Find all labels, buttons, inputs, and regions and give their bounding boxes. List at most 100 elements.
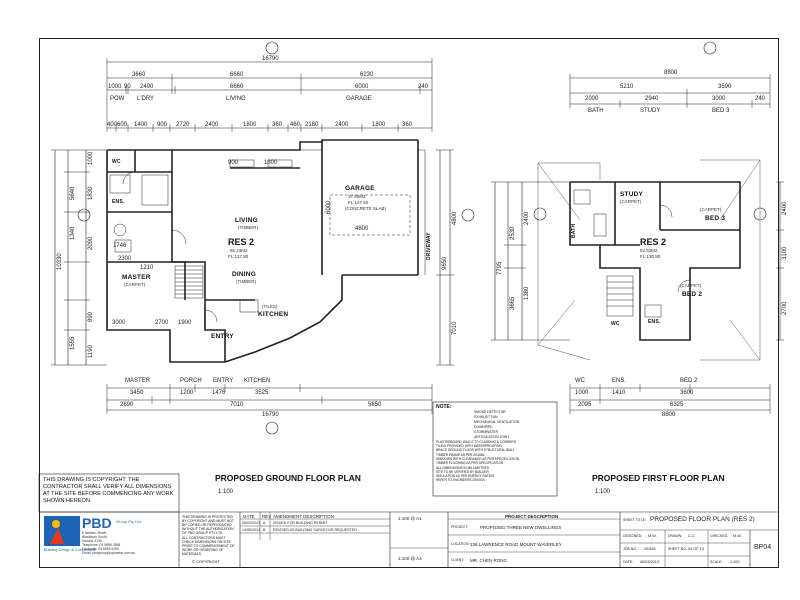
- room-garage: GARAGE: [345, 185, 375, 192]
- notes-line: PLASTERBOARD WALLS TO CLADDING & CORNERS: [436, 439, 516, 444]
- first-left-dim-3: 7795: [497, 261, 503, 275]
- first-label-bath: BATH: [588, 108, 604, 114]
- ground-dim-top-1: 3660: [132, 72, 146, 78]
- first-overall-width-top: 8800: [664, 70, 678, 76]
- room-study: STUDY: [620, 191, 644, 198]
- sheet-no-value: 04 OF 13: [688, 547, 704, 551]
- first-dim-row2-4: 240: [755, 96, 766, 102]
- rev-1-date: 06/03/2013: [242, 521, 260, 525]
- room-wc: WC: [112, 159, 121, 165]
- notes-line: REFER TO ENGINEERS DESIGN: [436, 478, 485, 483]
- ground-dim-row2-5: 6000: [355, 84, 369, 90]
- notes-line: INSULATION AS PER ENERGY RATING: [436, 474, 495, 479]
- address-line: Blackburn South,: [82, 534, 108, 539]
- job-value: 20/465: [644, 547, 656, 551]
- room-bath: BATH: [571, 223, 577, 238]
- ground-bottom-label-porch: PORCH: [180, 378, 202, 384]
- ground-dim-row3-8: 360: [272, 122, 283, 128]
- first-plan-scale: 1:100: [595, 489, 611, 495]
- ground-dim-row3-12: 1800: [372, 122, 386, 128]
- address-line: Email: pbdgroup@optusnet.com.au: [82, 550, 136, 555]
- project-heading: PROJECT DESCRIPTION: [505, 514, 559, 519]
- client-value: MR. CHEN RONG: [470, 558, 507, 563]
- first-dim-row2-2: 2940: [645, 96, 659, 102]
- job-label: JOB NO.:: [623, 547, 638, 551]
- room-garage-finish: (CONCRETE SLAB): [345, 206, 387, 211]
- first-bottom-dim-3: 3600: [680, 390, 694, 396]
- address-line: Victoria 3130: [82, 538, 102, 543]
- copyright-note: THIS DRAWING IS COPYRIGHT. THE CONTRACTO…: [43, 477, 174, 504]
- notes-line: SITE TO BE VERIFIED BY BUILDER: [436, 469, 489, 474]
- protect-note: THIS DRAWING IS PROTECTED BY COPYRIGHT A…: [182, 515, 234, 536]
- rev-1-rev: A: [263, 521, 266, 525]
- first-bottom-label-bed2: BED 2: [680, 378, 698, 384]
- notes-line: BRACE GROUND FLOOR WITH STRUCTURAL WALL: [436, 448, 515, 453]
- room-bed3-finish: (CARPET): [700, 207, 722, 212]
- first-dim-top-2: 3590: [718, 84, 732, 90]
- first-bottom-label-ens: ENS.: [612, 378, 627, 384]
- room-bed2-finish: (CARPET): [680, 283, 702, 288]
- notes-legend-item: SMOKE DETECTOR: [474, 410, 506, 414]
- first-bottom-dim-1: 1000: [575, 390, 589, 396]
- room-living-finish: (TIMBER): [238, 225, 258, 230]
- ground-bottom-dim-3: 1476: [212, 390, 226, 396]
- room-master: MASTER: [122, 274, 151, 281]
- company-tagline: Building Design & Construction: [44, 548, 97, 552]
- location-label: LOCATION:: [451, 542, 470, 546]
- first-overall-width-bottom: 8800: [662, 412, 676, 418]
- ground-left-dim-1: 1000: [88, 151, 94, 165]
- notes-line: TIMBER FLOORING AS PER SPECIFICATION: [436, 461, 504, 466]
- ground-left-dim-8: 1555: [70, 336, 76, 350]
- ground-dim-row3-9: 460: [290, 122, 301, 128]
- room-entry: ENTRY: [211, 333, 234, 340]
- client-label: CLIENT:: [451, 558, 465, 562]
- designed-label: DESIGNED:: [623, 534, 643, 538]
- sheet-title-label: SHEET TITLE:: [623, 518, 647, 522]
- notes-legend-item: MECHANICAL VENTILATION: [474, 419, 520, 424]
- first-right-dim-3: 2700: [782, 301, 788, 315]
- first-dim-top-1: 5210: [620, 84, 634, 90]
- room-garage-level: FL:127.50: [348, 200, 369, 205]
- ground-bottom-dim-7: 5850: [368, 402, 382, 408]
- date-label: DATE:: [623, 560, 634, 564]
- company-sub: Group Pty Ltd: [116, 519, 141, 524]
- company-name: PBD: [82, 515, 112, 531]
- room-driveway: DRIVEWAY: [426, 232, 432, 260]
- ground-bottom-dim-6: 7010: [230, 402, 244, 408]
- ground-overall-width-bottom: 16790: [262, 412, 279, 418]
- notes-legend-item: EXHAUST FAN: [474, 414, 498, 419]
- ground-int-dim-5: 1210: [140, 265, 154, 271]
- copyright-text: COPYRIGHT: [196, 559, 220, 564]
- room-first-ens: ENS.: [648, 319, 661, 325]
- room-ens: ENS.: [112, 199, 125, 205]
- ground-right-dim-1: 4800: [452, 211, 458, 225]
- address-line: Telephone: 03 9898 3558: [82, 542, 121, 547]
- drawing-scale-label: SCALE:: [710, 560, 723, 564]
- notes-line: TIMBER FRAME AS PER AS1684: [436, 452, 485, 457]
- ground-int-dim-6: 3000: [112, 320, 126, 326]
- ground-dim-row2-4: 6660: [230, 84, 244, 90]
- notes-line: ALL DIMENSIONS IN MILLIMETRES: [436, 465, 489, 470]
- rev-header-desc: AMENDMENT DESCRIPTION: [273, 514, 334, 519]
- first-dim-row2-3: 3000: [712, 96, 726, 102]
- ground-right-dim-2: 9650: [442, 256, 448, 270]
- ground-dim-row3-4: 900: [157, 122, 168, 128]
- first-bottom-dim-5: 6325: [670, 402, 684, 408]
- checked-value: M.W.: [733, 534, 742, 538]
- first-plan-title: PROPOSED FIRST FLOOR PLAN: [592, 473, 725, 483]
- sheet-no-label: SHEET NO.:: [668, 547, 688, 551]
- ground-left-dim-7: 890: [88, 311, 94, 322]
- ground-dim-row2-3: 2490: [140, 84, 154, 90]
- ground-label-pow: POW: [110, 96, 125, 102]
- rev-2-date: 14/05/2013: [242, 528, 260, 532]
- ground-bottom-label-entry: ENTRY: [213, 378, 234, 384]
- notes-legend-item: STORMWATER: [474, 429, 499, 434]
- room-bed2: BED 2: [682, 291, 703, 298]
- project-label: PROJECT:: [451, 525, 468, 529]
- ground-left-dim-6: 10330: [57, 253, 63, 270]
- ground-dim-row3-3: 1400: [134, 122, 148, 128]
- room-kitchen: KITCHEN: [258, 311, 289, 318]
- ground-overall-width-top: 16790: [262, 56, 279, 62]
- ground-label-ldry: L'DRY: [137, 96, 155, 102]
